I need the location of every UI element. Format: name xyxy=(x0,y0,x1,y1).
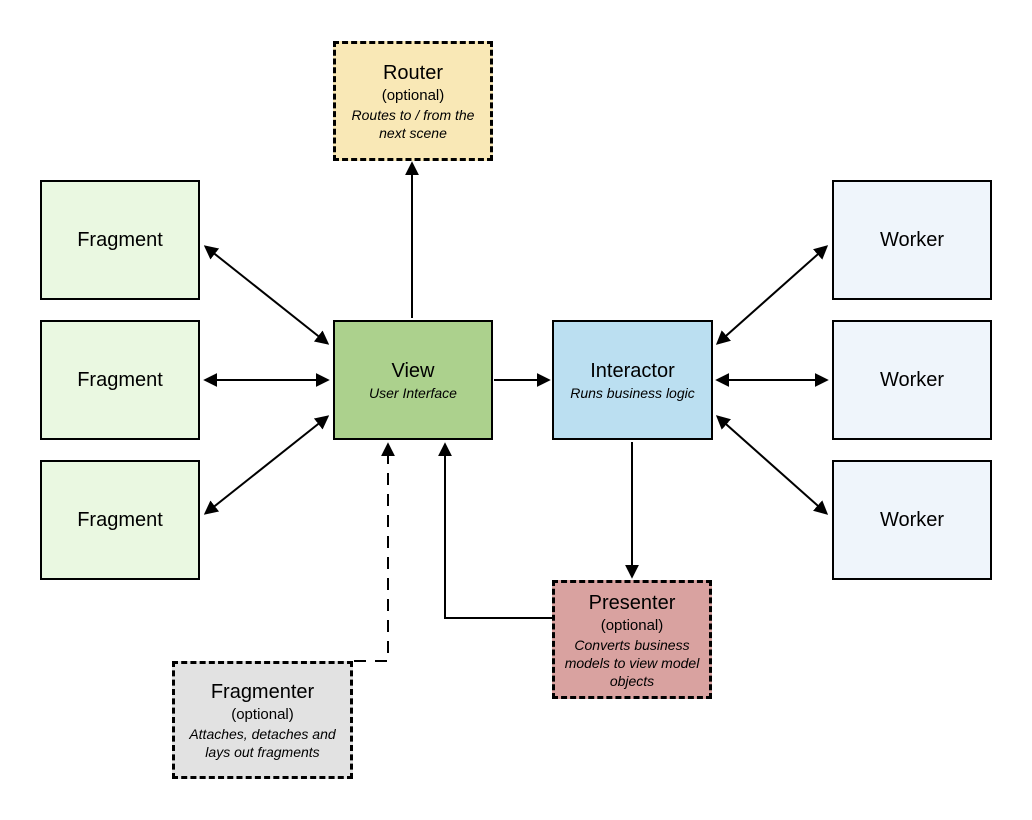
node-description: User Interface xyxy=(369,385,457,401)
node-title: Fragment xyxy=(77,229,163,251)
edge-interactor-worker1 xyxy=(715,245,829,345)
node-title: Router xyxy=(382,62,444,84)
node-description: Runs business logic xyxy=(570,385,695,401)
node-worker-2: Worker xyxy=(832,320,992,440)
node-router: Router (optional) Routes to / from the n… xyxy=(333,41,493,161)
node-description: Attaches, detaches and lays out fragment… xyxy=(189,726,336,760)
node-fragmenter: Fragmenter (optional) Attaches, detaches… xyxy=(172,661,353,779)
node-optional-label: (optional) xyxy=(231,706,294,723)
node-interactor: Interactor Runs business logic xyxy=(552,320,713,440)
node-title: Fragment xyxy=(77,369,163,391)
node-title: Fragment xyxy=(77,509,163,531)
node-optional-label: (optional) xyxy=(381,87,445,104)
node-title: Worker xyxy=(879,369,945,391)
node-title: Interactor xyxy=(590,360,675,382)
node-title: Worker xyxy=(879,229,945,251)
edge-presenter-view xyxy=(438,442,552,619)
node-view: View User Interface xyxy=(333,320,493,440)
node-presenter: Presenter (optional) Converts business m… xyxy=(552,580,712,699)
node-description: Converts business models to view model o… xyxy=(564,636,700,689)
edge-fragment3-view xyxy=(203,415,330,515)
node-optional-label: (optional) xyxy=(600,616,664,634)
node-description: Routes to / from the next scene xyxy=(351,107,475,141)
node-title: Presenter xyxy=(588,591,676,614)
edge-fragment1-view xyxy=(203,245,330,345)
node-worker-3: Worker xyxy=(832,460,992,580)
node-fragment-1: Fragment xyxy=(40,180,200,300)
edge-fragmenter-view xyxy=(354,442,395,662)
node-title: Worker xyxy=(879,509,945,531)
node-fragment-3: Fragment xyxy=(40,460,200,580)
node-title: View xyxy=(391,360,435,382)
node-fragment-2: Fragment xyxy=(40,320,200,440)
node-title: Fragmenter xyxy=(210,681,315,703)
node-worker-1: Worker xyxy=(832,180,992,300)
edge-interactor-worker3 xyxy=(715,415,829,515)
